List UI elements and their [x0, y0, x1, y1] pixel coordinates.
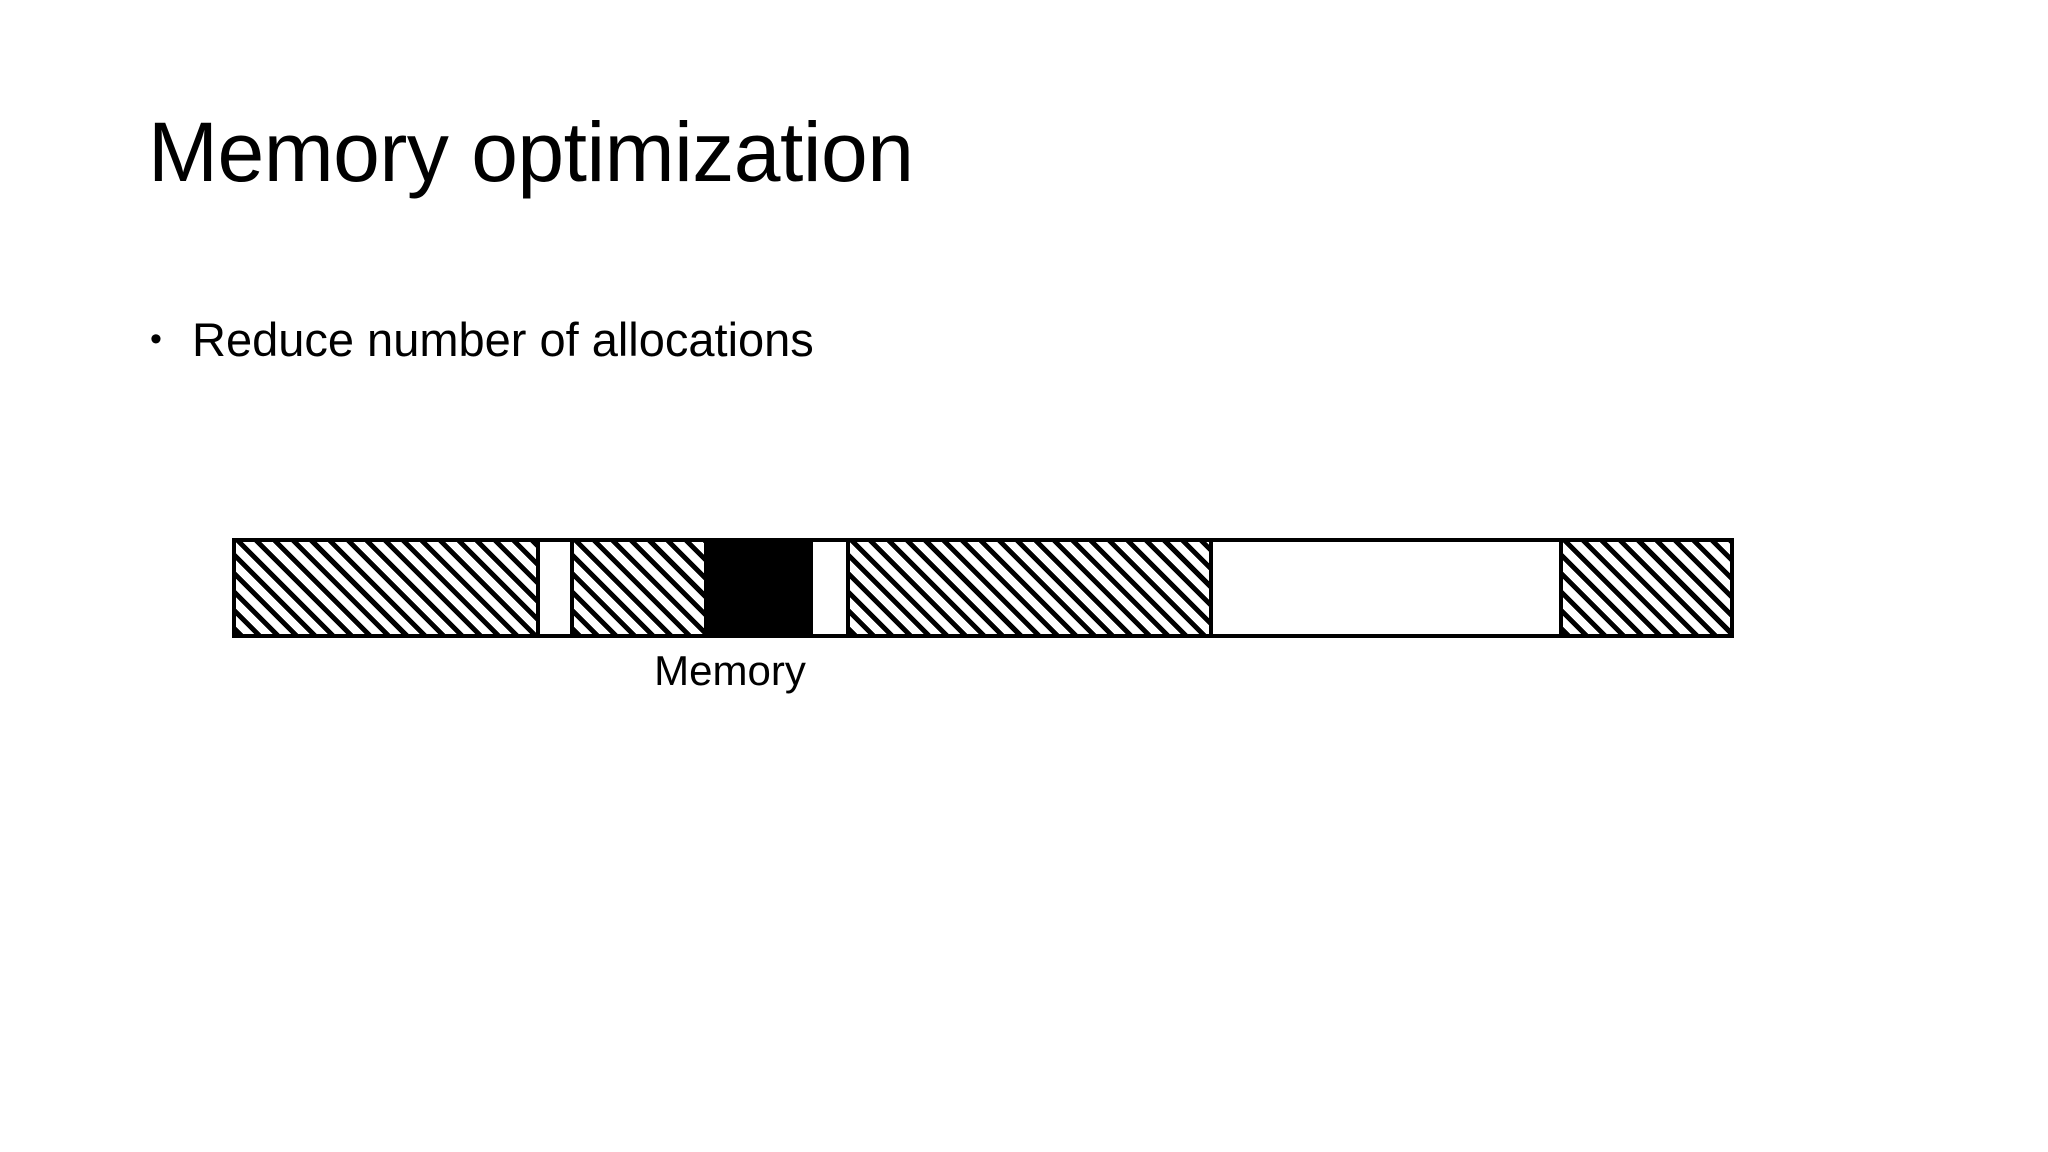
memory-bar [232, 538, 1734, 638]
memory-caption-label: Memory [654, 647, 806, 694]
memory-caption: Memory [232, 646, 1734, 696]
memory-diagram: Memory [232, 538, 1734, 694]
bullet-list: • Reduce number of allocations [150, 312, 1900, 367]
memory-segment-used [845, 542, 1209, 634]
bullet-point-icon: • [150, 320, 162, 358]
memory-segment-used [570, 542, 705, 634]
page-title: Memory optimization [148, 105, 914, 199]
memory-segment-free [808, 542, 846, 634]
memory-segment-free [536, 542, 571, 634]
memory-segment-free [1208, 542, 1559, 634]
memory-segment-block [704, 542, 809, 634]
list-item-label: Reduce number of allocations [192, 313, 814, 366]
memory-segment-used [1558, 542, 1730, 634]
list-item: • Reduce number of allocations [150, 312, 1900, 367]
memory-segment-used [236, 542, 537, 634]
